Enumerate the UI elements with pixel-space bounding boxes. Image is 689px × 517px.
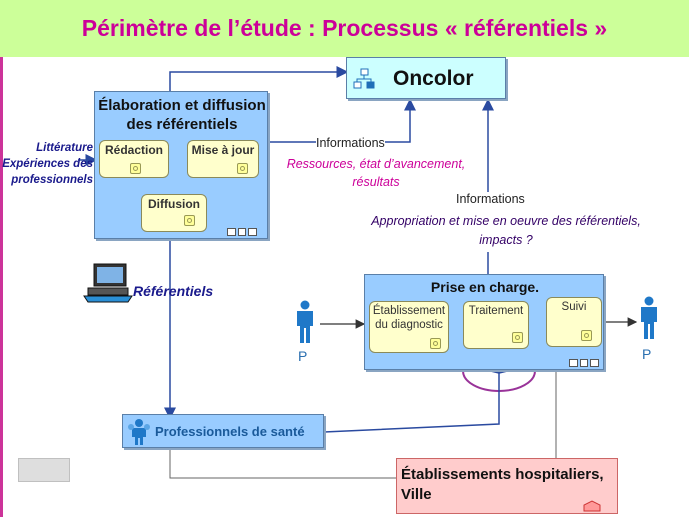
person-icon (294, 300, 316, 349)
org-chart-icon (353, 68, 375, 90)
cog-icon (237, 163, 248, 174)
elaboration-title: Élaboration et diffusion des référentiel… (98, 97, 266, 133)
etablissements-box: Établissements hospitaliers, Ville (396, 458, 618, 514)
edge-pro-etab (169, 448, 398, 479)
professionnels-label: Professionnels de santé (155, 424, 305, 439)
building-icon (583, 499, 601, 517)
people-icon (127, 418, 151, 451)
etablissements-label: Établissements hospitaliers, Ville (401, 466, 604, 503)
cog-icon (184, 215, 195, 226)
mise-a-jour-node: Mise à jour (187, 140, 259, 178)
traitement-node: Traitement (463, 301, 529, 349)
informations-top-label: Informations (316, 136, 385, 150)
page-title: Périmètre de l’étude : Processus « référ… (81, 15, 608, 41)
edge-elab-oncolor (169, 66, 349, 92)
title-bar: Périmètre de l’étude : Processus « référ… (0, 0, 689, 57)
prise-en-charge-box: Prise en charge. Établissement du diagno… (364, 274, 604, 370)
cog-icon (130, 163, 141, 174)
person-icon (638, 296, 660, 345)
prise-en-charge-title: Prise en charge. (430, 279, 540, 295)
informations-right-details: Appropriation et mise en oeuvre des réfé… (371, 214, 641, 247)
referentiels-label: Référentiels (133, 283, 214, 299)
informations-right-label: Informations (456, 192, 525, 206)
expand-indicator (569, 359, 600, 367)
redaction-node: Rédaction (99, 140, 169, 178)
oncolor-label: Oncolor (393, 67, 474, 90)
computer-icon (82, 262, 134, 304)
informations-top-details: Ressources, état d’avancement, résultats (286, 157, 466, 189)
professionnels-box: Professionnels de santé (122, 414, 324, 448)
inputs-label: Littérature Expériences des professionne… (2, 142, 93, 186)
grey-placeholder (18, 458, 70, 482)
patient-left-label: P (298, 348, 308, 364)
elaboration-box: Élaboration et diffusion des référentiel… (94, 91, 268, 239)
oncolor-box: Oncolor (346, 57, 506, 99)
cog-icon (430, 338, 441, 349)
diagnostic-node: Établissement du diagnostic (369, 301, 449, 353)
left-accent-line (0, 57, 3, 517)
cog-icon (581, 330, 592, 341)
patient-right-label: P (642, 346, 652, 362)
diffusion-node: Diffusion (141, 194, 207, 232)
expand-indicator (227, 228, 258, 236)
edge-pec-pro (323, 373, 500, 433)
cog-icon (512, 332, 523, 343)
suivi-node: Suivi (546, 297, 602, 347)
